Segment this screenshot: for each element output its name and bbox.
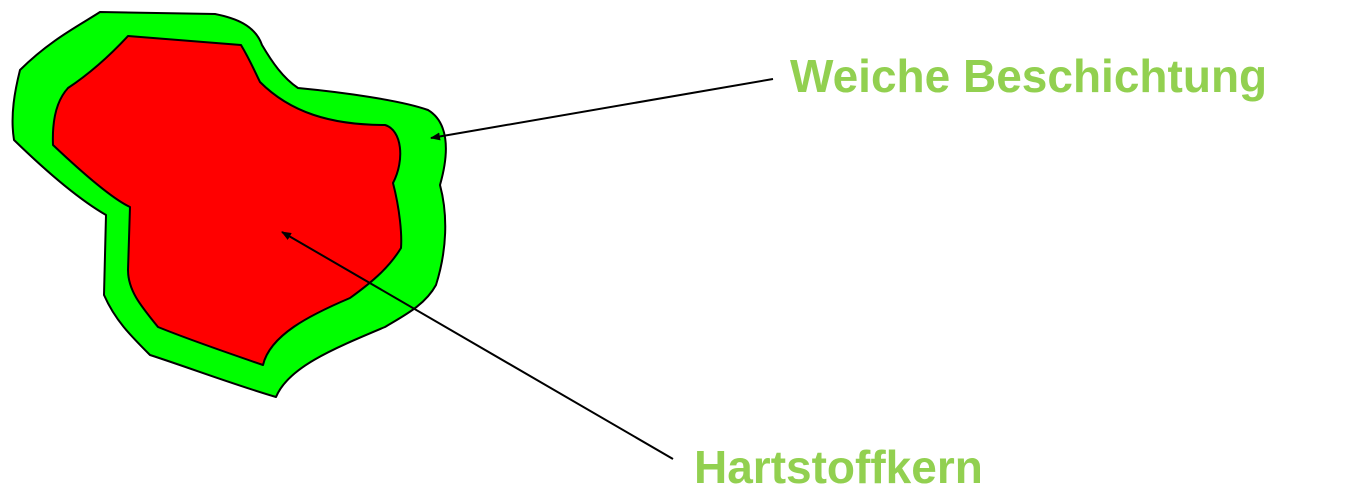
label-hard-core: Hartstoffkern [694,444,983,490]
label-soft-coating: Weiche Beschichtung [790,53,1267,99]
coating-arrow [431,79,773,138]
